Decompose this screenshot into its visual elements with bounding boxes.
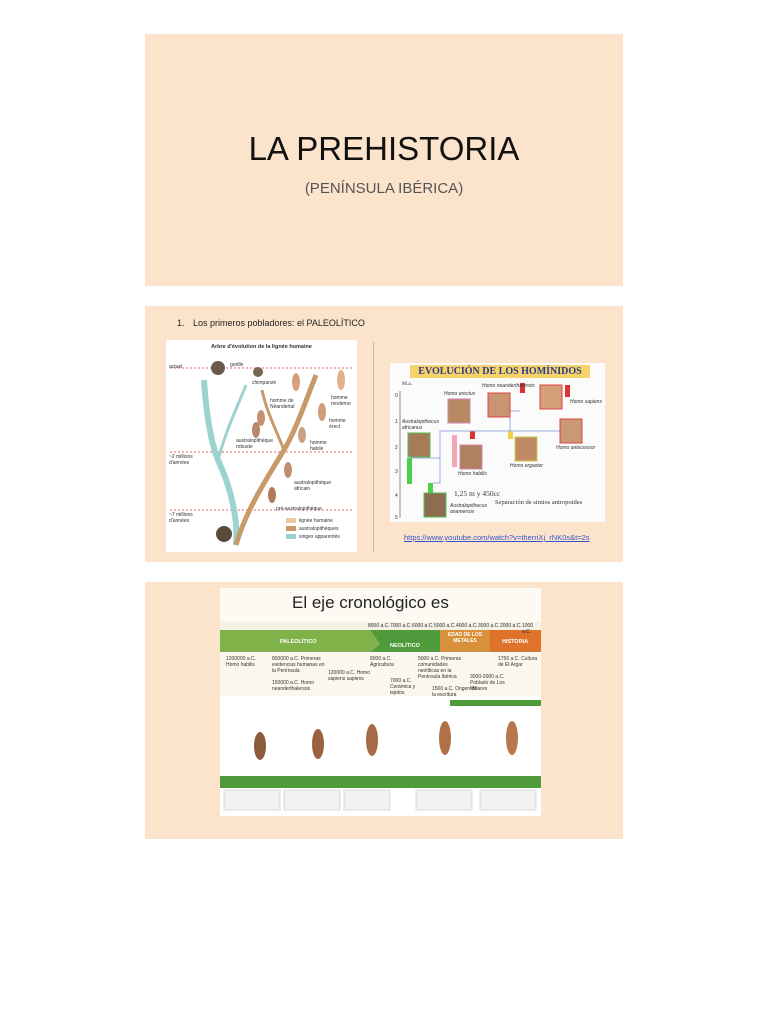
slide-subtitle: (PENÍNSULA IBÉRICA) [304,180,464,197]
list-text: Los primeros pobladores: el PALEOLÍTICO [193,318,365,328]
year-5000: 5000 a.C. [434,623,456,629]
label-africanus: Australopithecus africanus [402,419,439,431]
event-3: 150000 a.C. Homo neanderthalensis [272,680,314,692]
event-8: 7000 a.C. Cerámica y tejidos [390,678,416,696]
tree-label-7ma: ~7 millions d'années [169,512,193,524]
period-history: HISTORIA [502,639,529,645]
axis-tick-2: 2 [395,445,398,451]
divider [373,342,374,552]
evolution-tree-figure: Arbre d'évolution de la lignée humaine a… [166,340,357,552]
year-1000: 1000 a.C. [522,623,534,635]
label-anamensis: Australopithecus anamensis [450,503,487,515]
event-9: 3000-2000 a.C. Poblado de Los Millares [470,674,505,692]
year-7000: 7000 a.C. [390,623,412,629]
axis-tick-0: 0 [395,393,398,399]
event-4: 120000 a.C. Homo sapiens sapiens [328,670,370,682]
tree-label-neander: homme de Néandertal [270,398,295,410]
label-ergaster: Homo ergaster [510,463,544,469]
tree-title: Arbre d'évolution de la lignée humaine [211,344,312,350]
period-paleolithic: PALEOLÍTICO [280,639,317,645]
tree-label-gorille: gorille [230,362,244,368]
year-4000: 4000 a.C. [456,623,478,629]
event-7: 1750 a.C. Cultura de El Argar [498,656,538,668]
timeline-title: El eje cronológico es [292,593,449,612]
timeline-slide: El eje cronológico es [145,582,623,839]
axis-tick-5: 5 [395,515,398,521]
list-number: 1. [177,318,185,328]
period-metals: EDAD DE LOS METALES [447,632,483,644]
list-item: 1. Los primeros pobladores: el PALEOLÍTIC… [177,318,365,328]
label-sapiens: Homo sapiens [570,399,602,405]
tree-label-actuel: actuel [169,364,183,370]
title-slide: LA PREHISTORIA (PENÍNSULA IBÉRICA) [145,34,623,286]
tree-label-erect: homme érect [329,418,346,430]
event-2: 800000 a.C. Primeras evidencias humanas … [272,656,325,674]
axis-tick-3: 3 [395,469,398,475]
year-2000: 2000 a.C. [500,623,522,629]
tree-label-habile: homme habile [310,440,327,452]
event-5: 8000 a.C. Agricultura [370,656,394,668]
timeline-figure: El eje cronológico es [220,588,541,816]
hominid-title: EVOLUCIÓN DE LOS HOMÍNIDOS [410,365,590,378]
axis-unit: M.a. [402,381,413,387]
timeline-graphic [220,622,541,816]
axis-tick-4: 4 [395,493,398,499]
year-3000: 3000 a.C. [478,623,500,629]
hominid-graphic [399,383,583,518]
tree-legend-3: singes apparentés [299,534,340,540]
tree-label-robust: australopithèque robuste [236,438,273,450]
note-size: 1,25 m y 450cc [454,489,501,498]
paleolithic-slide: 1. Los primeros pobladores: el PALEOLÍTIC… [145,306,623,562]
tree-label-modern: homme moderne [331,395,351,407]
label-neanderthalensis: Homo neanderthalensis [482,383,535,389]
evolution-tree-graphic [166,340,357,552]
year-6000: 6000 a.C. [412,623,434,629]
year-8000: 8000 a.C. [368,623,390,629]
label-antecessor: Homo antecessor [556,445,596,451]
label-erectus: Homo erectus [444,391,476,397]
event-6: 5000 a.C. Primeras comunidades neolítica… [418,656,462,680]
note-separation: Separación de simios antropoides [495,499,583,506]
tree-label-pre: pré-australopithèque [276,506,322,512]
tree-label-chimp: chimpanzé [252,380,277,386]
event-10: 1500 a.C. Origen de la escritura [432,686,478,698]
label-habilis: Homo habilis [458,471,487,477]
slide-title: LA PREHISTORIA [248,130,520,167]
hominid-evolution-figure: EVOLUCIÓN DE LOS HOMÍNIDOS M.a. 0 1 [390,363,605,522]
youtube-link[interactable]: https://www.youtube.com/watch?v=therriXj… [404,533,590,542]
axis-tick-1: 1 [395,419,398,425]
tree-legend-2: australopithèques [299,526,339,532]
tree-label-africain: australopithèque africain [294,480,331,492]
tree-label-2ma: ~2 millions d'années [169,454,193,466]
tree-legend-1: lignée humaine [299,518,333,524]
period-neolithic: NEOLÍTICO [390,643,420,649]
event-1: 1200000 a.C. Homo habilis [226,656,257,668]
